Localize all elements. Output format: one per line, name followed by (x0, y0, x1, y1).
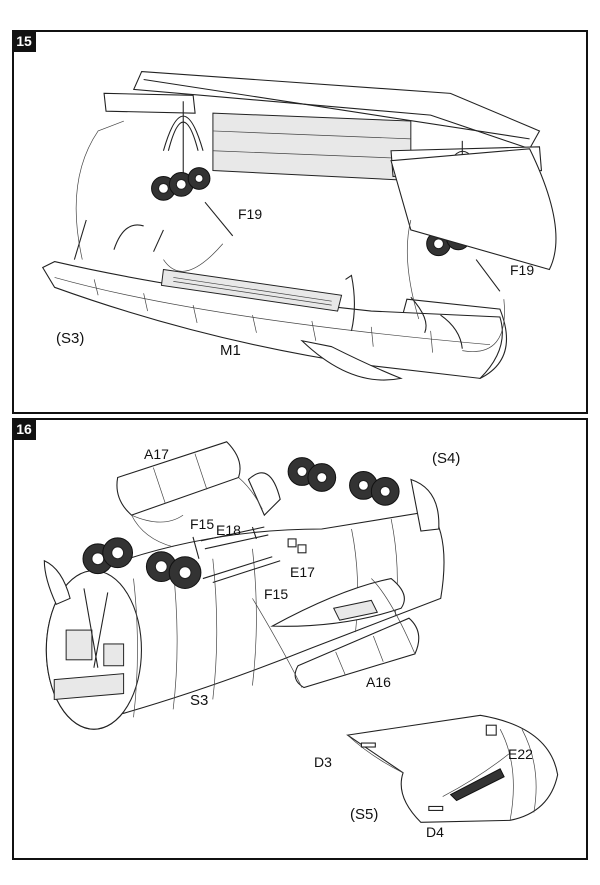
step-number: 15 (12, 30, 36, 52)
label-a16: A16 (366, 674, 391, 690)
step-number: 16 (12, 418, 36, 440)
panel-a17 (116, 441, 241, 523)
gear-wheels (82, 457, 400, 589)
strut-f19-right (475, 259, 501, 292)
label-s5-subassembly: (S5) (350, 806, 379, 823)
label-e22: E22 (508, 746, 533, 762)
tail-section-s5 (346, 714, 559, 823)
guide-lines-16 (131, 477, 416, 688)
step-16-panel: 16 (12, 418, 588, 860)
label-f19-right: F19 (510, 262, 535, 278)
label-f15-top: F15 (190, 516, 215, 532)
wing-fairing (270, 577, 405, 627)
label-s3-subassembly: (S3) (56, 330, 85, 347)
label-a17: A17 (144, 446, 169, 462)
label-s3: S3 (190, 692, 209, 709)
label-f15-bottom: F15 (264, 586, 289, 602)
step-15-illustration (41, 71, 557, 381)
label-f19-left: F19 (238, 206, 263, 222)
strut-f19-left (204, 201, 234, 237)
label-s4-subassembly: (S4) (432, 450, 461, 467)
lower-fuselage-m1 (41, 219, 503, 381)
interior-struts (192, 526, 307, 584)
label-e18: E18 (216, 522, 241, 538)
label-e17: E17 (290, 564, 315, 580)
left-gear-assembly (151, 101, 234, 237)
step-16-illustration (43, 441, 559, 823)
step-15-panel: 15 (12, 30, 588, 414)
guide-lines (75, 120, 505, 352)
label-d4: D4 (426, 824, 444, 840)
label-d3: D3 (314, 754, 332, 770)
label-m1: M1 (220, 342, 241, 359)
